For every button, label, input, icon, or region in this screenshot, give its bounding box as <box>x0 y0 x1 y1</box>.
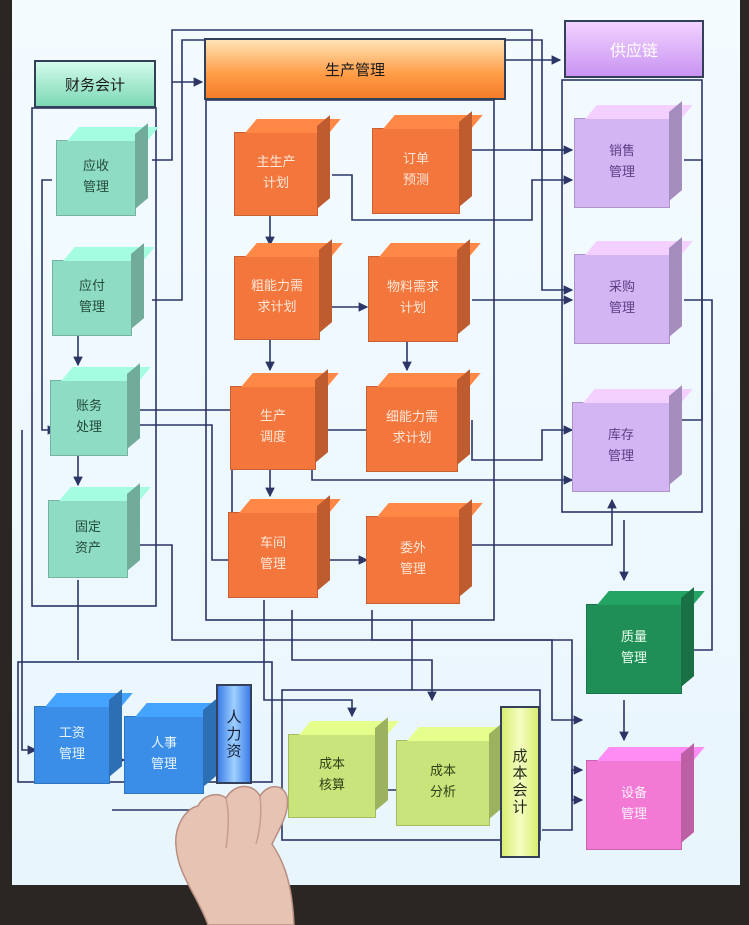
module-line: 管理 <box>78 300 105 315</box>
module-line: 质量 <box>620 630 647 646</box>
production-module-rough-capacity[interactable]: 粗能力需求计划 <box>234 256 320 340</box>
module-line: 计划 <box>262 176 289 191</box>
module-line: 资产 <box>74 541 101 556</box>
module-line: 管理 <box>620 651 647 666</box>
module-line: 核算 <box>318 778 345 793</box>
supply-module-inventory[interactable]: 库存管理 <box>572 402 670 492</box>
module-line: 委外 <box>399 541 426 557</box>
module-line: 管理 <box>259 557 286 572</box>
module-line: 管理 <box>399 562 426 577</box>
module-line: 成本 <box>429 764 456 780</box>
module-line: 应付 <box>78 279 105 295</box>
module-line: 分析 <box>429 785 456 800</box>
finance-header: 财务会计 <box>34 60 156 108</box>
module-line: 采购 <box>608 280 635 296</box>
module-line: 管理 <box>608 301 635 316</box>
module-line: 求计划 <box>257 300 297 315</box>
module-line: 调度 <box>259 430 286 445</box>
equipment-module[interactable]: 设备管理 <box>586 760 682 850</box>
module-line: 物料需求 <box>386 280 439 296</box>
finance-module-ledger[interactable]: 账务处理 <box>50 380 128 456</box>
module-line: 管理 <box>607 449 634 464</box>
cost-accounting-side-label: 成本会计 <box>500 706 540 858</box>
module-line: 预测 <box>402 173 429 188</box>
module-line: 主生产 <box>256 155 296 171</box>
production-module-detailed-capacity[interactable]: 细能力需求计划 <box>366 386 458 472</box>
module-line: 处理 <box>75 420 102 435</box>
module-line: 成本 <box>318 757 345 773</box>
module-line: 粗能力需 <box>250 279 303 295</box>
module-line: 车间 <box>259 536 286 552</box>
production-module-outsourcing[interactable]: 委外管理 <box>366 516 460 604</box>
module-line: 应收 <box>82 159 109 175</box>
module-line: 工资 <box>58 726 85 742</box>
module-line: 管理 <box>58 747 85 762</box>
finance-module-fixed-assets[interactable]: 固定资产 <box>48 500 128 578</box>
supply-module-purchasing[interactable]: 采购管理 <box>574 254 670 344</box>
module-line: 生产 <box>259 409 286 425</box>
module-line: 管理 <box>82 180 109 195</box>
module-line: 管理 <box>150 757 177 772</box>
module-line: 订单 <box>402 152 429 168</box>
module-line: 求计划 <box>392 431 432 446</box>
quality-module[interactable]: 质量管理 <box>586 604 682 694</box>
production-module-master-schedule[interactable]: 主生产计划 <box>234 132 318 216</box>
hr-module-payroll[interactable]: 工资管理 <box>34 706 110 784</box>
module-line: 人事 <box>150 736 177 752</box>
finance-module-receivables[interactable]: 应收管理 <box>56 140 136 216</box>
module-line: 管理 <box>620 807 647 822</box>
hr-module-personnel[interactable]: 人事管理 <box>124 716 204 794</box>
module-line: 销售 <box>608 144 635 160</box>
cost-module-analysis[interactable]: 成本分析 <box>396 740 490 826</box>
hr-side-label: 人力资 <box>216 684 252 784</box>
module-line: 细能力需 <box>385 410 438 426</box>
finance-module-payables[interactable]: 应付管理 <box>52 260 132 336</box>
module-line: 账务 <box>75 399 102 415</box>
presenter-hand <box>175 785 295 925</box>
supply-module-sales[interactable]: 销售管理 <box>574 118 670 208</box>
production-module-order-forecast[interactable]: 订单预测 <box>372 128 460 214</box>
module-line: 管理 <box>608 165 635 180</box>
supply-chain-header: 供应链 <box>564 20 704 78</box>
cost-module-accounting[interactable]: 成本核算 <box>288 734 376 818</box>
production-header: 生产管理 <box>204 38 506 100</box>
module-line: 设备 <box>620 786 647 802</box>
projection-screen: 财务会计 生产管理 供应链 应收管理 应付管理 账务处理 固定资产 主生产计划 … <box>12 0 740 885</box>
module-line: 计划 <box>399 301 426 316</box>
production-module-mrp[interactable]: 物料需求计划 <box>368 256 458 342</box>
production-module-scheduling[interactable]: 生产调度 <box>230 386 316 470</box>
module-line: 固定 <box>74 520 101 536</box>
production-module-shop-floor[interactable]: 车间管理 <box>228 512 318 598</box>
module-line: 库存 <box>607 428 634 444</box>
